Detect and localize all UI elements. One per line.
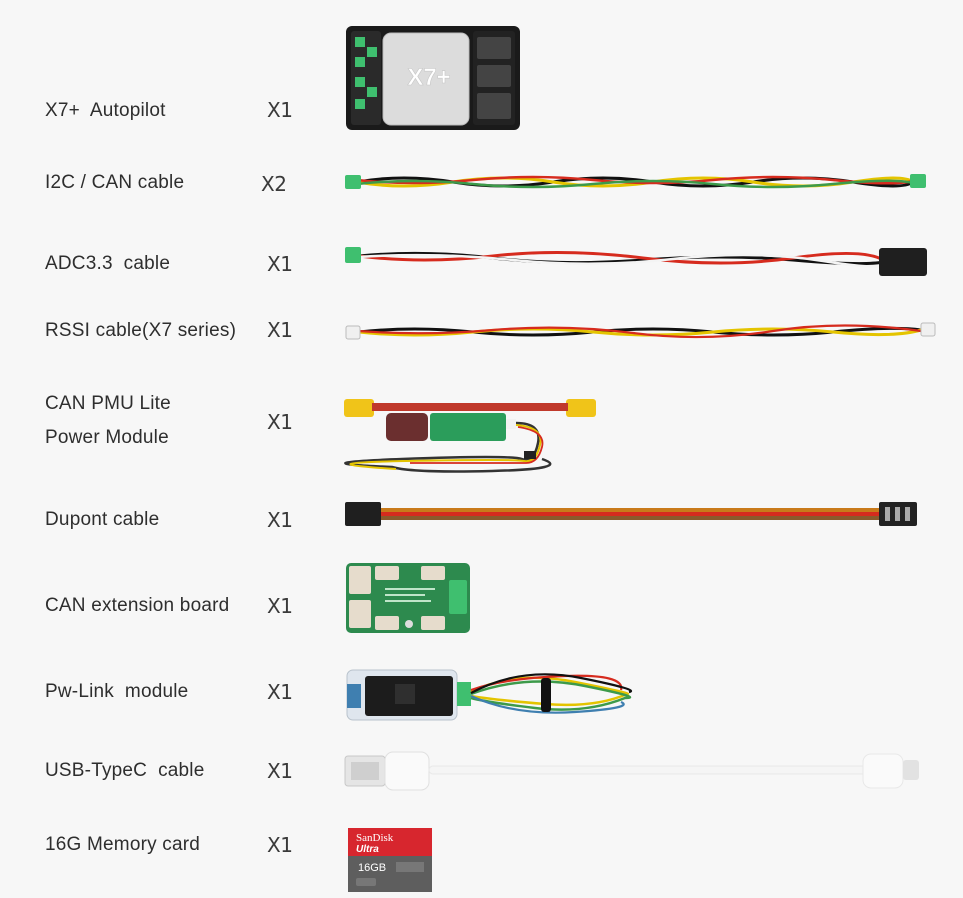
item-qty-dupont-cable: X1 — [267, 508, 293, 532]
adc-cable-image — [343, 242, 931, 278]
item-name-pw-link-module: Pw-Link module — [45, 681, 189, 702]
item-qty-usb-typec-cable: X1 — [267, 759, 293, 783]
item-name-rssi-cable: RSSI cable(X7 series) — [45, 320, 237, 341]
item-qty-i2c-can-cable: X2 — [261, 172, 287, 196]
rssi-cable-image — [343, 320, 938, 344]
item-qty-pw-link-module: X1 — [267, 680, 293, 704]
item-qty-autopilot: X1 — [267, 98, 293, 122]
card-line-text: Ultra — [356, 844, 379, 855]
memory-card-image: SanDisk Ultra 16GB — [344, 826, 434, 894]
dupont-cable-image — [343, 499, 921, 529]
can-extension-board-image — [345, 562, 471, 634]
item-qty-adc-cable: X1 — [267, 252, 293, 276]
item-name-usb-typec-cable: USB-TypeC cable — [45, 760, 205, 781]
item-name-adc-cable: ADC3.3 cable — [45, 253, 171, 274]
power-module-image — [342, 393, 602, 477]
item-name-autopilot: X7+ Autopilot — [45, 100, 166, 121]
i2c-can-cable-image — [343, 170, 928, 194]
item-name-power-module-line2: Power Module — [45, 427, 169, 448]
item-qty-power-module: X1 — [267, 410, 293, 434]
card-brand-text: SanDisk — [356, 832, 394, 844]
item-name-power-module: CAN PMU Lite — [45, 393, 171, 414]
item-qty-memory-card: X1 — [267, 833, 293, 857]
item-qty-rssi-cable: X1 — [267, 318, 293, 342]
autopilot-image: X7+ — [345, 25, 521, 131]
item-name-can-extension-board: CAN extension board — [45, 595, 230, 616]
usb-typec-cable-image — [343, 746, 923, 796]
item-name-dupont-cable: Dupont cable — [45, 509, 160, 530]
card-capacity-text: 16GB — [358, 862, 386, 874]
autopilot-brand-text: X7+ — [407, 64, 450, 91]
item-name-i2c-can-cable: I2C / CAN cable — [45, 172, 185, 193]
pw-link-module-image — [345, 664, 635, 724]
item-qty-can-extension-board: X1 — [267, 594, 293, 618]
item-name-memory-card: 16G Memory card — [45, 834, 201, 855]
